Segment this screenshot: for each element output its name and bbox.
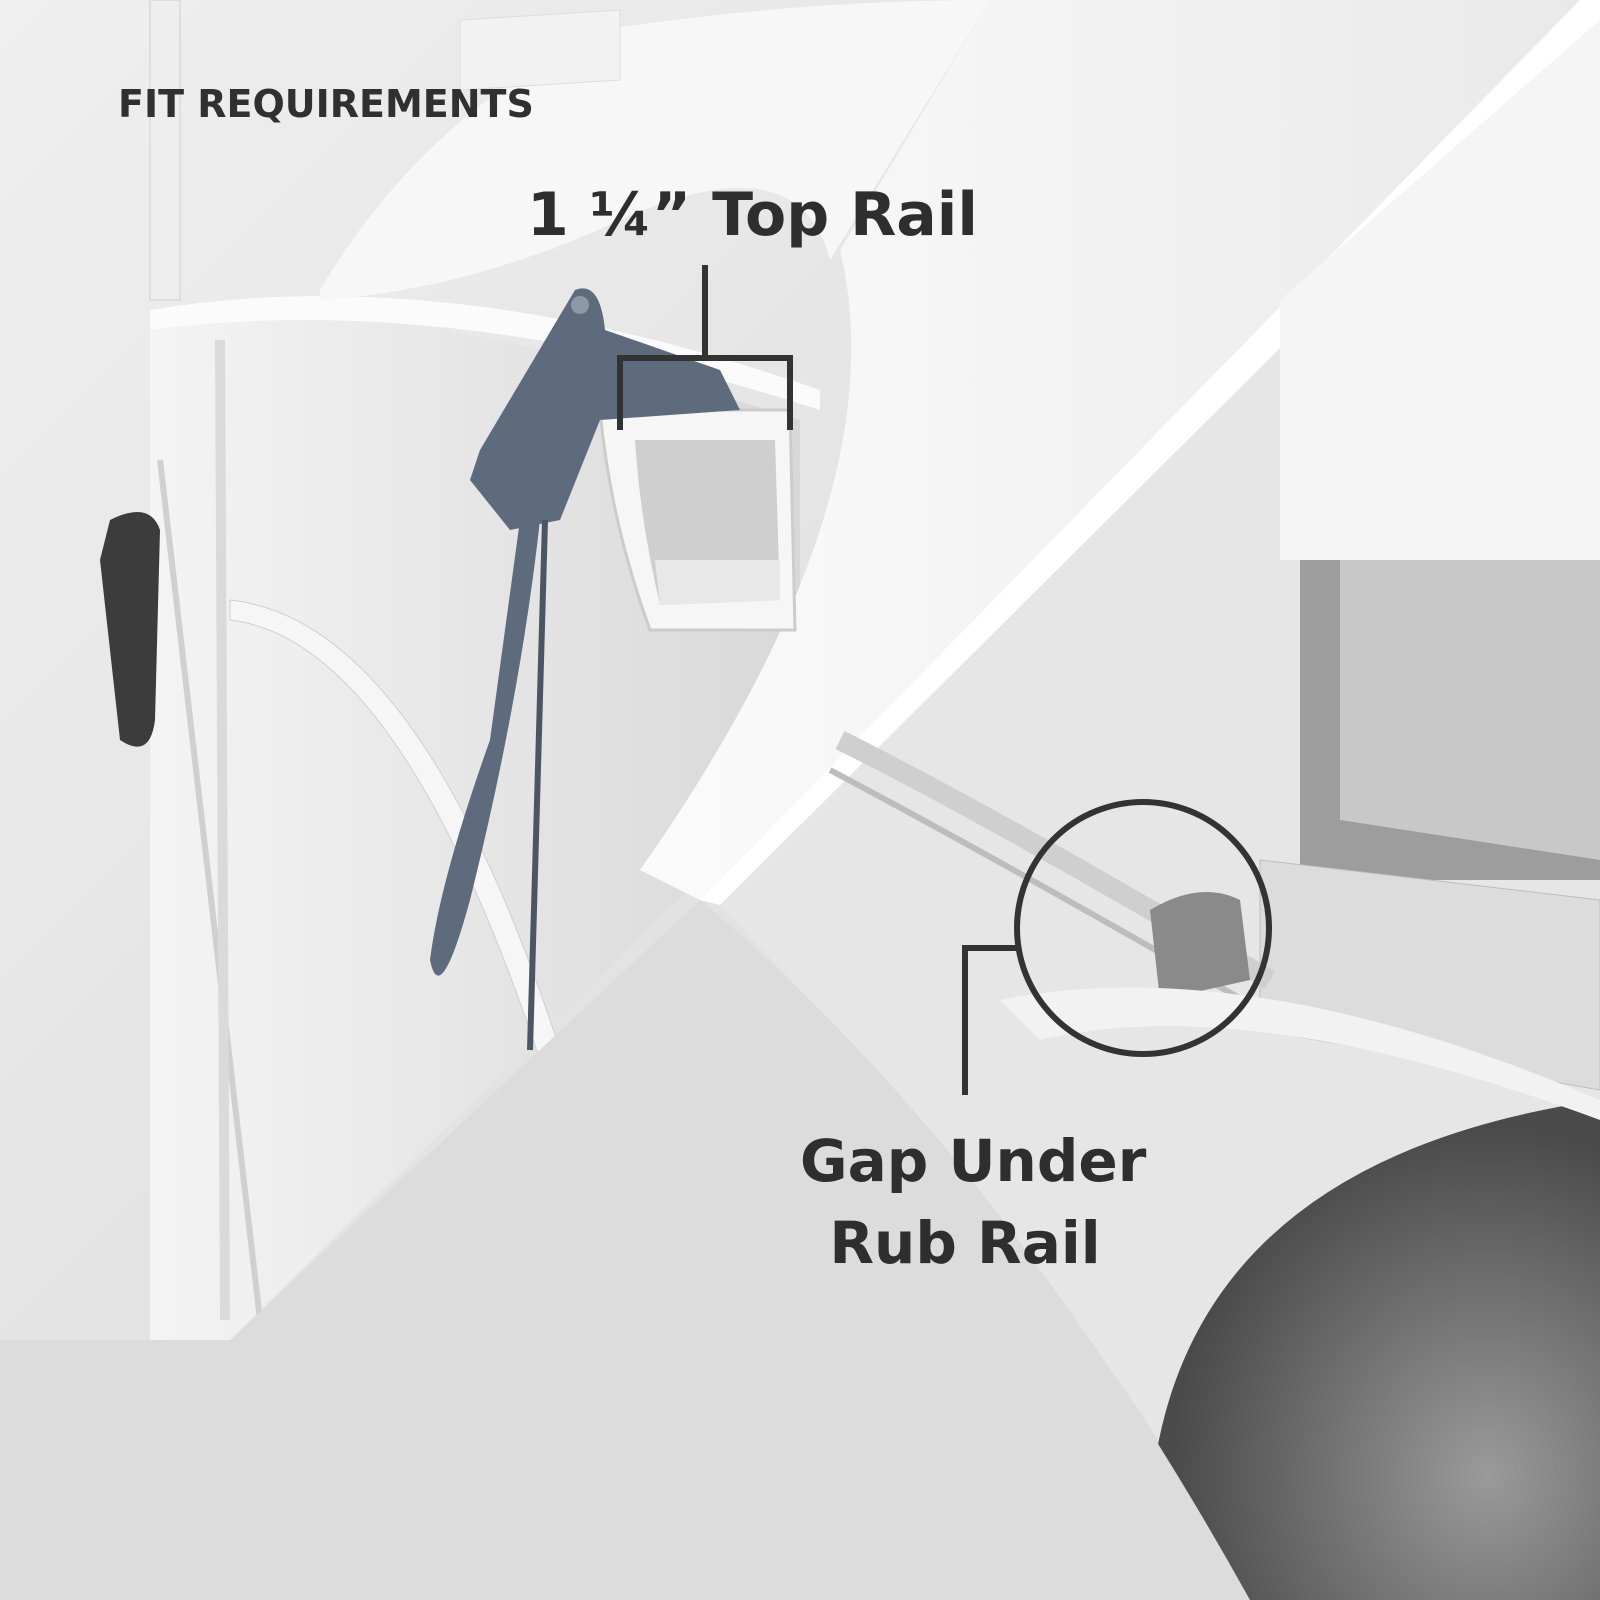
clip — [470, 288, 740, 530]
gap-label-line2: Rub Rail — [829, 1209, 1101, 1277]
gap-callout-circle — [962, 799, 1272, 1095]
gap-under-rub-rail-label: Gap Under Rub Rail — [800, 1120, 1147, 1284]
top-rail-bracket — [617, 265, 793, 430]
top-rail-label: 1 ¼” Top Rail — [527, 180, 978, 250]
page-title: FIT REQUIREMENTS — [118, 82, 534, 126]
handle — [100, 512, 160, 747]
strap — [430, 520, 540, 976]
gap-label-line1: Gap Under — [800, 1127, 1147, 1195]
diagonal-divider — [640, 0, 1580, 900]
pontoon-tube — [1148, 1100, 1600, 1600]
